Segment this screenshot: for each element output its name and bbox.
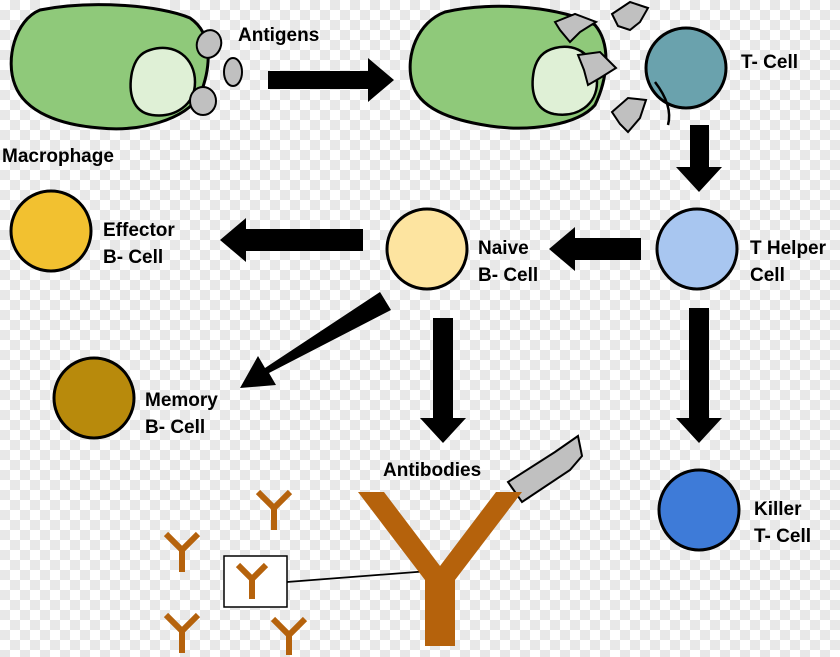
effector-b-label-line2: B- Cell (103, 247, 163, 268)
t-helper-label: Cell (750, 265, 785, 286)
effector-b-label: B- Cell (103, 247, 163, 268)
t-cell-label: T- Cell (741, 52, 798, 73)
macrophage-nucleus (129, 46, 197, 117)
memory-b-label: Memory (145, 390, 218, 411)
antibody-icon (270, 616, 308, 655)
small-antibody (163, 531, 201, 572)
memory-b-label: B- Cell (145, 417, 205, 438)
antibody-icon (163, 612, 201, 653)
killer-t-cell (657, 468, 741, 552)
antigen-presenting-macrophage (408, 0, 650, 134)
killer-t-label: T- Cell (754, 526, 811, 547)
memory-b-cell (52, 356, 136, 440)
arrow-down (676, 308, 722, 443)
memory-b-label-line1: Memory (145, 390, 218, 411)
killer-t-label-line1: Killer (754, 499, 802, 520)
killer-t-label: Killer (754, 499, 802, 520)
t-cell (644, 26, 728, 110)
effector-b-cell (9, 189, 93, 273)
antibodies-label: Antibodies (383, 460, 481, 481)
antigen-particle (195, 29, 223, 59)
antigen-fragment (610, 0, 650, 32)
arrow-left (220, 218, 363, 262)
macrophage-label: Macrophage (2, 146, 114, 167)
small-antibody (270, 616, 308, 655)
effector-b-label-line1: Effector (103, 220, 175, 241)
antigen-particle (189, 86, 217, 116)
naive-b-label-line2: B- Cell (478, 265, 538, 286)
zoom-arrow (286, 563, 444, 583)
t-helper-label-line2: Cell (750, 265, 785, 286)
antibody-icon (235, 562, 269, 599)
small-antibody (255, 489, 293, 530)
naive-b-label: Naive (478, 238, 529, 259)
effector-b-label: Effector (103, 220, 175, 241)
boxed-antibody (235, 562, 269, 599)
killer-t-label-line2: T- Cell (754, 526, 811, 547)
antibody-icon (255, 489, 293, 530)
antigens-label: Antigens (238, 25, 319, 46)
arrow-left (549, 227, 641, 271)
antibody-icon (163, 531, 201, 572)
naive-b-label: B- Cell (478, 265, 538, 286)
arrow-down (420, 318, 466, 443)
naive-b-cell (385, 207, 469, 291)
antigen-fragment (506, 434, 584, 504)
large-antibody-icon (358, 492, 522, 646)
memory-b-label-line2: B- Cell (145, 417, 205, 438)
receptor-arc (654, 81, 671, 126)
antigen-particle (223, 57, 243, 87)
naive-b-label-line1: Naive (478, 238, 529, 259)
macrophage-cell (9, 3, 243, 131)
t-helper-label-line1: T Helper (750, 238, 827, 259)
arrow-right (268, 58, 394, 102)
zoom-box (223, 555, 288, 608)
arrow-down (676, 125, 722, 192)
t-helper-cell (655, 207, 739, 291)
arrow-diagonal (240, 292, 391, 388)
antigen-fragment (610, 96, 648, 134)
small-antibody (163, 612, 201, 653)
antigen-fragment (553, 12, 599, 44)
t-helper-label: T Helper (750, 238, 827, 259)
antigen-fragment (576, 50, 618, 87)
